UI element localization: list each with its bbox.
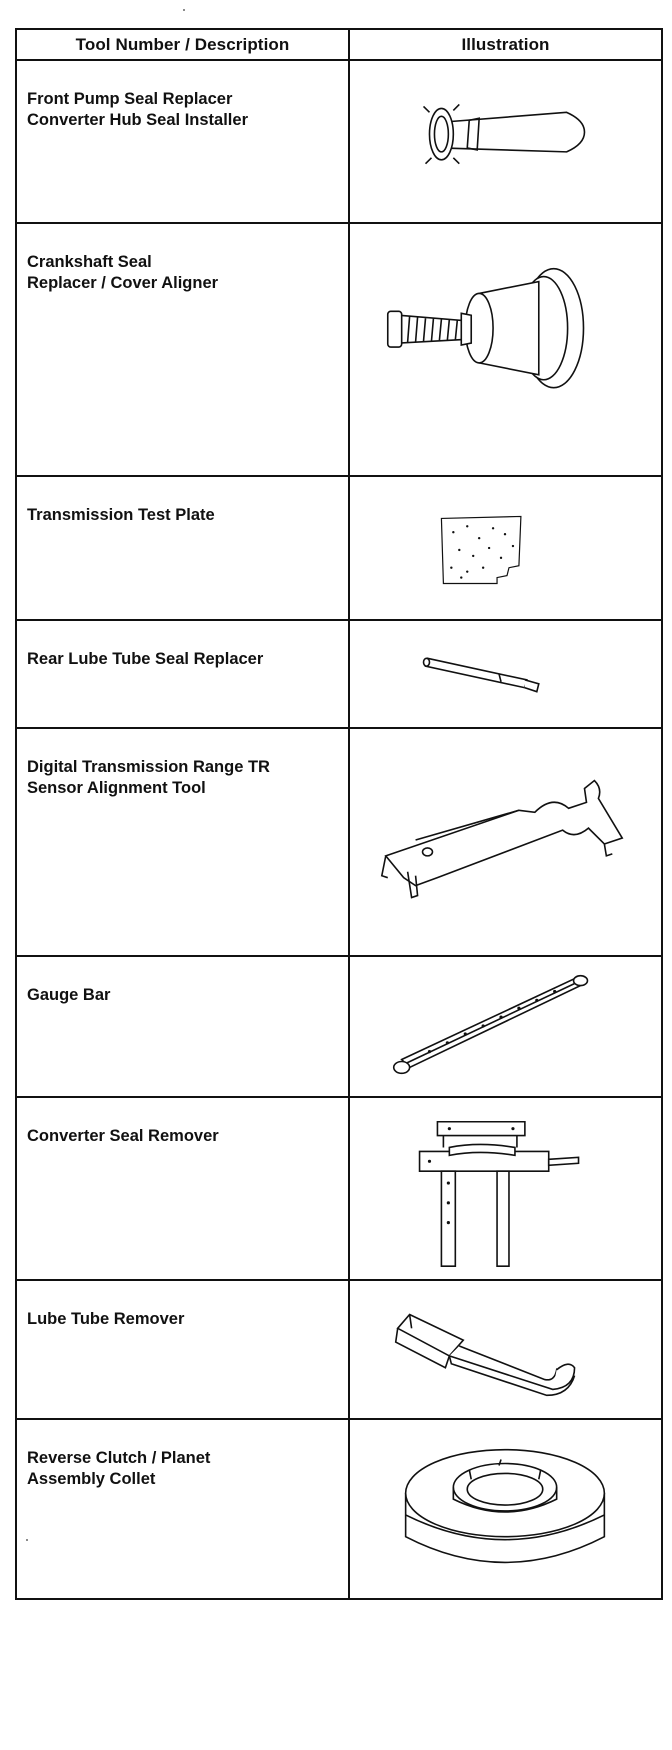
table-row: Rear Lube Tube Seal Replacer — [15, 619, 663, 729]
sensor-alignment-tool-icon — [350, 729, 661, 955]
illustration-cell — [348, 1418, 663, 1600]
description-cell: Converter Seal Remover — [15, 1096, 350, 1281]
tool-description: Crankshaft Seal Replacer / Cover Aligner — [27, 253, 219, 292]
illustration-column-header: Illustration — [348, 28, 663, 61]
crankshaft-seal-replacer-icon — [350, 224, 661, 475]
table-row: Converter Seal Remover — [15, 1096, 663, 1281]
table-row: Transmission Test Plate — [15, 475, 663, 621]
description-cell: Lube Tube Remover — [15, 1279, 350, 1420]
gauge-bar-icon — [350, 957, 661, 1096]
table-row: Lube Tube Remover — [15, 1279, 663, 1420]
table-row: Reverse Clutch / Planet Assembly Collet — [15, 1418, 663, 1600]
description-cell: Crankshaft Seal Replacer / Cover Aligner — [15, 222, 350, 477]
lube-tube-remover-icon — [350, 1281, 661, 1418]
description-cell: Gauge Bar — [15, 955, 350, 1098]
table-row: Crankshaft Seal Replacer / Cover Aligner — [15, 222, 663, 477]
test-plate-icon — [350, 477, 661, 619]
illustration-cell — [348, 59, 663, 224]
seal-replacer-cylinder-icon — [350, 61, 661, 222]
tool-description: Lube Tube Remover — [27, 1310, 185, 1328]
description-cell: Rear Lube Tube Seal Replacer — [15, 619, 350, 729]
description-cell: Reverse Clutch / Planet Assembly Collet — [15, 1418, 350, 1600]
illustration-cell — [348, 1096, 663, 1281]
table-row: Front Pump Seal Replacer Converter Hub S… — [15, 59, 663, 224]
table-row: Gauge Bar — [15, 955, 663, 1098]
collet-ring-icon — [350, 1420, 661, 1598]
tube-seal-replacer-rod-icon — [350, 621, 661, 727]
tool-description: Gauge Bar — [27, 986, 111, 1004]
table-row: Digital Transmission Range TR Sensor Ali… — [15, 727, 663, 957]
description-cell: Transmission Test Plate — [15, 475, 350, 621]
tool-description: Rear Lube Tube Seal Replacer — [27, 650, 264, 668]
tool-description: Digital Transmission Range TR Sensor Ali… — [27, 758, 270, 797]
tool-description: Reverse Clutch / Planet Assembly Collet — [27, 1449, 211, 1488]
tool-description: Converter Seal Remover — [27, 1127, 219, 1145]
illustration-cell — [348, 727, 663, 957]
seal-remover-puller-icon — [350, 1098, 661, 1279]
illustration-cell — [348, 475, 663, 621]
tool-description: Transmission Test Plate — [27, 506, 215, 524]
illustration-cell — [348, 1279, 663, 1420]
description-column-header: Tool Number / Description — [15, 28, 350, 61]
illustration-cell — [348, 955, 663, 1098]
illustration-cell — [348, 619, 663, 729]
description-cell: Front Pump Seal Replacer Converter Hub S… — [15, 59, 350, 224]
illustration-cell — [348, 222, 663, 477]
description-cell: Digital Transmission Range TR Sensor Ali… — [15, 727, 350, 957]
special-tools-table: Tool Number / Description Illustration F… — [15, 28, 663, 1600]
table-header-row: Tool Number / Description Illustration — [15, 28, 663, 61]
stray-mark — [183, 9, 185, 11]
tool-description: Front Pump Seal Replacer Converter Hub S… — [27, 90, 248, 129]
